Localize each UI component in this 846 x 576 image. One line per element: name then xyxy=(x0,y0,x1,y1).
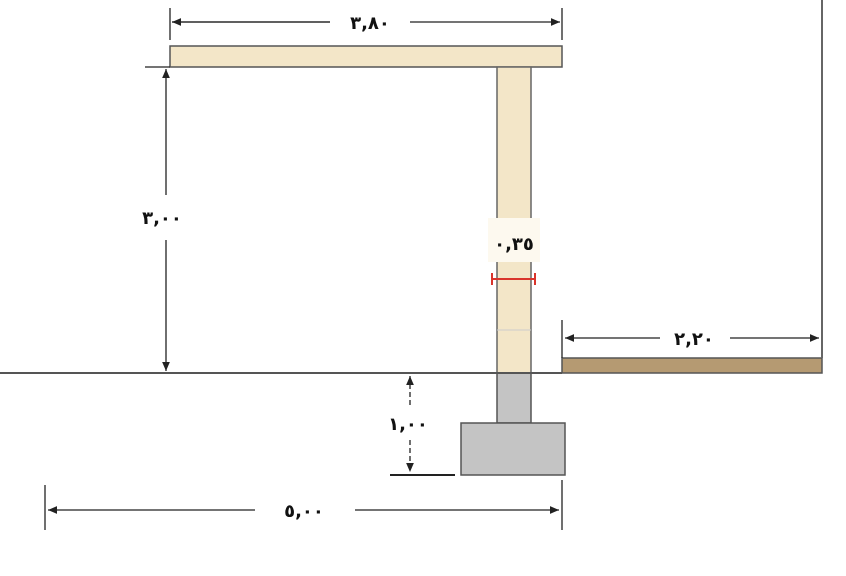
slab-length-label: ٢,٢٠ xyxy=(674,329,714,350)
top-beam xyxy=(169,45,563,68)
beam-length-label: ٣,٨٠ xyxy=(350,13,390,34)
foundation-depth-label: ١,٠٠ xyxy=(388,414,428,435)
dim-bottom xyxy=(44,480,563,530)
dim-foundation xyxy=(390,376,455,476)
column-width-marker xyxy=(491,273,536,285)
dim-right xyxy=(561,320,819,358)
dim-left xyxy=(145,66,170,371)
column-width-label: ٠,٣٥ xyxy=(494,234,534,255)
label-background xyxy=(488,218,540,262)
footing xyxy=(460,422,566,476)
pedestal xyxy=(496,372,532,424)
total-length-label: ٥,٠٠ xyxy=(284,501,324,522)
dim-top xyxy=(169,8,563,40)
right-slab xyxy=(561,357,823,374)
column-height-label: ٣,٠٠ xyxy=(142,208,182,229)
